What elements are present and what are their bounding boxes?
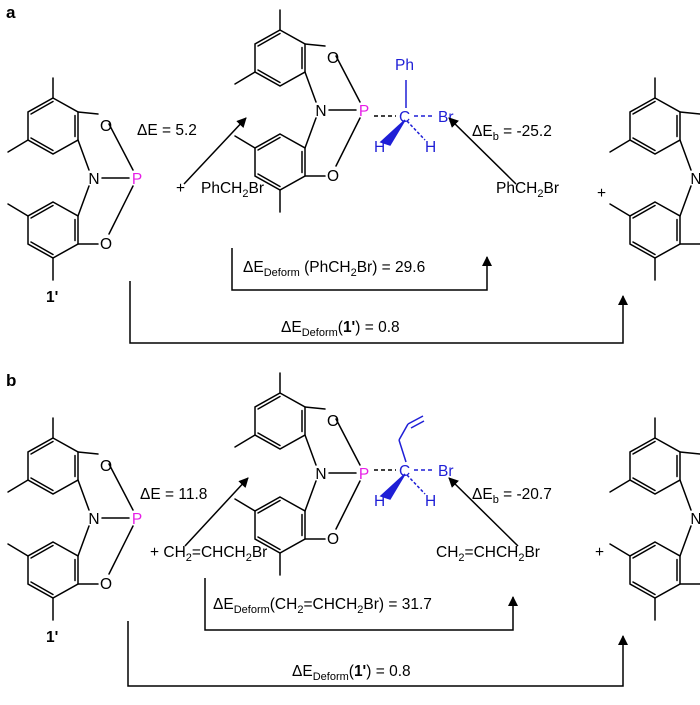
catalyst-1-prime-left [7,417,143,621]
deform-reagent-arrow [231,248,492,291]
delta-e-arrow [183,117,247,185]
reagent-left: + CH2=CHCH2Br [150,544,267,564]
delta-e-label: ΔE = 11.8 [140,486,207,503]
delta-e-arrow [184,477,249,547]
plus-sign: + [176,180,185,197]
catalyst-1-prime-left [7,77,143,281]
catalyst-1-prime-right [609,417,700,621]
deform-reagent-label: ΔEDeform(CH2=CHCH2Br) = 31.7 [213,596,432,616]
deform-catalyst-arrow [127,621,628,687]
delta-eb-label: ΔEb = -25.2 [472,123,552,143]
delta-eb-arrow [448,477,519,547]
panel-a: a 1' C Ph Br H H ΔE = 5.2 ΔEb = -25.2 + … [6,3,700,344]
delta-e-label: ΔE = 5.2 [137,122,197,139]
plus-sign: + [597,185,606,202]
reagent-left: PhCH2Br [201,180,264,200]
deform-catalyst-arrow [129,281,628,344]
deform-catalyst-label: ΔEDeform(1') = 0.8 [281,319,400,339]
plus-sign: + [595,544,604,561]
carbon-atom: C [399,109,410,126]
compound-label-1-prime: 1' [46,289,58,306]
catalyst-1-prime-right [609,77,700,281]
deform-catalyst-label: ΔEDeform(1') = 0.8 [292,663,411,683]
phenyl-substituent: Ph [395,57,414,74]
reagent-right: PhCH2Br [496,180,559,200]
compound-label-1-prime: 1' [46,629,58,646]
carbon-atom: C [399,463,410,480]
delta-eb-arrow [448,117,517,185]
bromine-atom: Br [438,463,454,480]
panel-b: b 1' C Br H H ΔE = 11.8 ΔEb = -20.7 + [6,371,700,687]
hydrogen-atom: H [425,493,436,510]
panel-label-b: b [6,371,16,390]
deform-reagent-arrow [204,578,518,631]
hydrogen-atom: H [425,139,436,156]
reagent-right: CH2=CHCH2Br [436,544,540,564]
delta-eb-label: ΔEb = -20.7 [472,486,552,506]
hydrogen-atom: H [374,139,385,156]
deform-reagent-label: ΔEDeform (PhCH2Br) = 29.6 [243,259,425,279]
panel-label-a: a [6,3,16,22]
bromine-atom: Br [438,109,454,126]
hydrogen-atom: H [374,493,385,510]
